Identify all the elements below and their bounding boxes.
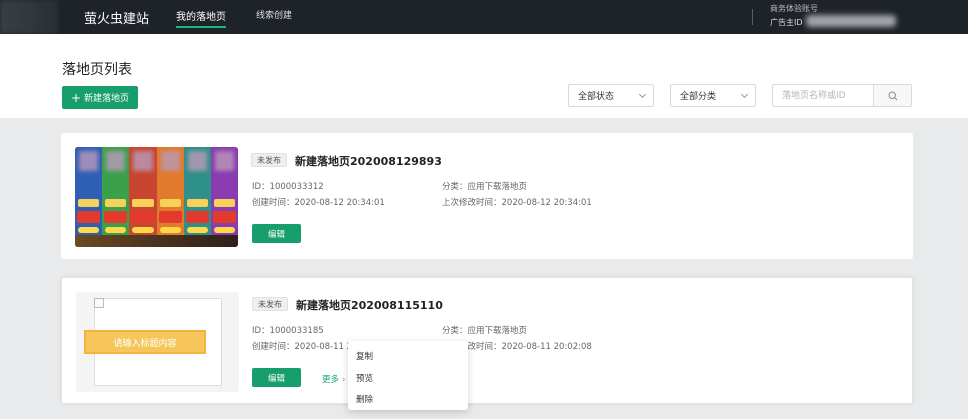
account-name[interactable]: 商务体验账号 [770,4,818,13]
nav-divider [752,9,753,25]
new-landing-page-button[interactable]: + 新建落地页 [62,86,138,109]
page-thumbnail[interactable]: 请输入标题内容 [76,292,239,392]
logo-blurred [0,0,58,34]
advertiser-id-label: 广告主ID [770,18,803,27]
search-input[interactable] [773,85,874,106]
card-title: 新建落地页202008115110 [296,299,443,312]
status-badge: 未发布 [252,297,288,311]
modified-time: 上次修改时间：2020-08-12 20:34:01 [442,198,592,208]
page-category: 分类：应用下载落地页 [442,182,528,192]
created-time: 创建时间：2020-08-12 20:34:01 [252,198,385,208]
brand-name[interactable]: 萤火虫建站 [84,12,150,27]
created-time: 创建时间：2020-08-11 20:02:08 [252,342,385,352]
top-nav: 萤火虫建站 我的落地页 线索创建 商务体验账号 广告主ID [0,0,968,34]
more-label: 更多 [322,375,340,385]
status-filter-select[interactable]: 全部状态 [568,84,654,107]
new-button-label: 新建落地页 [84,94,130,104]
more-dropdown-menu: 复制 预览 删除 [348,341,468,410]
thumbnail-banner: 请输入标题内容 [84,330,206,354]
category-filter-value: 全部分类 [680,92,717,102]
search-box [772,84,912,107]
advertiser-id-blurred [806,15,896,27]
modified-time: 上次修改时间：2020-08-11 20:02:08 [442,342,592,352]
menu-item-copy[interactable]: 复制 [356,352,374,362]
menu-item-preview[interactable]: 预览 [356,374,374,384]
chevron-down-icon [638,90,647,99]
page-title: 落地页列表 [62,62,132,78]
page-thumbnail[interactable] [75,147,238,247]
chevron-right-icon: › [342,375,346,385]
search-button[interactable] [873,85,911,106]
category-filter-select[interactable]: 全部分类 [670,84,756,107]
broken-image-icon [94,298,104,308]
nav-lead-creation[interactable]: 线索创建 [256,11,293,21]
plus-icon: + [70,90,82,105]
more-menu-trigger[interactable]: 更多› [322,373,345,385]
search-icon [887,90,897,100]
menu-item-delete[interactable]: 删除 [356,395,374,405]
page-id: ID：1000033312 [252,182,324,192]
status-filter-value: 全部状态 [578,92,615,102]
status-badge: 未发布 [251,153,287,167]
card-title: 新建落地页202008129893 [295,155,442,168]
chevron-down-icon [740,90,749,99]
nav-my-landing-pages[interactable]: 我的落地页 [176,8,226,28]
edit-button[interactable]: 编辑 [252,224,301,243]
landing-page-card: 请输入标题内容 未发布 新建落地页202008115110 ID：1000033… [61,277,913,404]
page-category: 分类：应用下载落地页 [442,326,528,336]
header-panel: 落地页列表 + 新建落地页 全部状态 全部分类 [0,34,968,118]
edit-button[interactable]: 编辑 [252,368,301,387]
page-id: ID：1000033185 [252,326,324,336]
landing-page-card: 未发布 新建落地页202008129893 ID：1000033312 分类：应… [61,133,913,259]
